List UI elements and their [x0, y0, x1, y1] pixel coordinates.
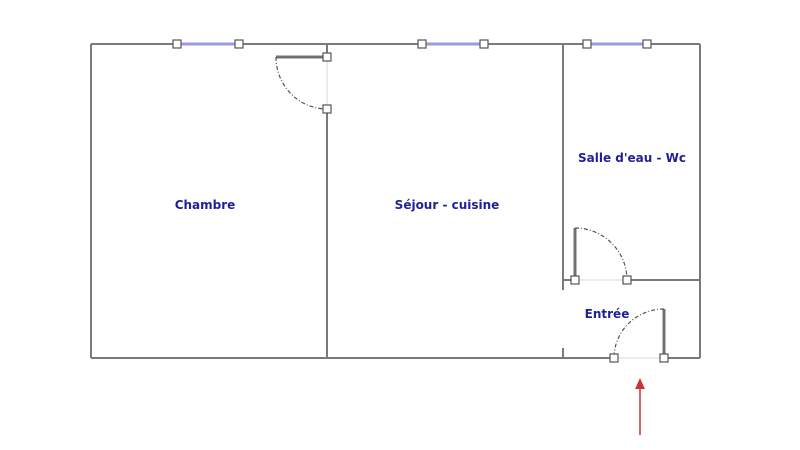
doors: [275, 52, 669, 363]
room-label-sejour-cuisine: Séjour - cuisine: [394, 198, 500, 212]
room-label-chambre: Chambre: [174, 198, 236, 212]
window-chambre: [172, 39, 244, 49]
door-entree: [609, 308, 669, 363]
door-chambre: [275, 52, 332, 114]
window-sejour: [417, 39, 489, 49]
door-salle-eau: [570, 227, 632, 285]
room-label-entree: Entrée: [584, 307, 630, 321]
windows: [172, 39, 652, 49]
entrance-arrow-icon: [635, 378, 645, 435]
room-label-salle-eau-wc: Salle d'eau - Wc: [577, 151, 687, 165]
window-salle-eau: [582, 39, 652, 49]
